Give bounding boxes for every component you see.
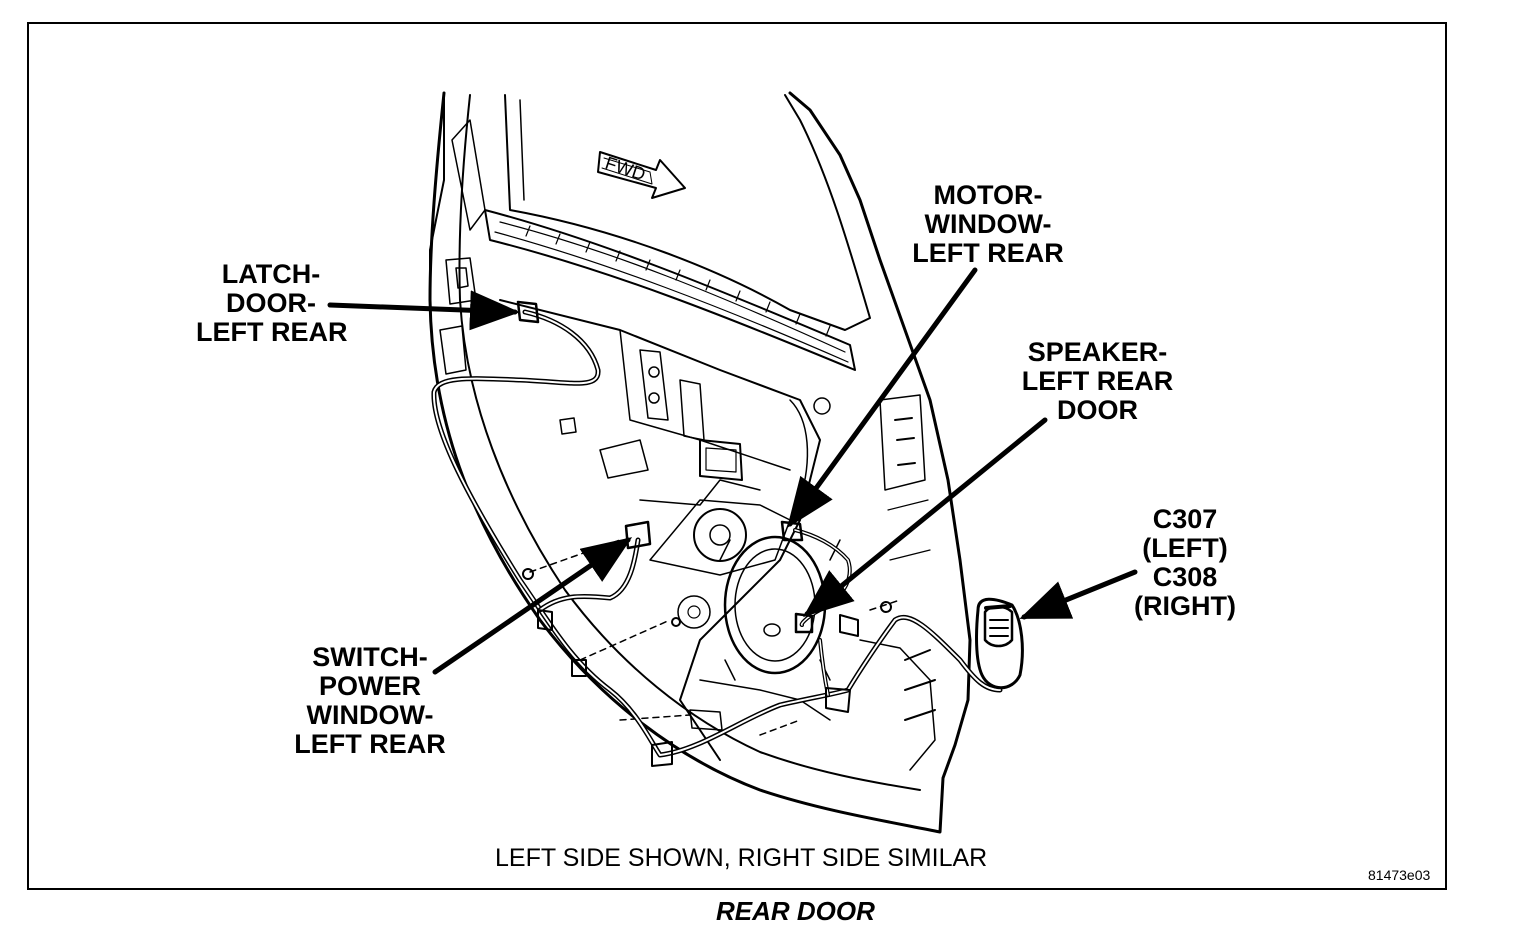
figure-note: LEFT SIDE SHOWN, RIGHT SIDE SIMILAR (495, 844, 988, 872)
callout-latch: LATCH- DOOR- LEFT REAR (196, 259, 348, 347)
latch-leader (327, 290, 520, 331)
connector-leader (1019, 569, 1138, 620)
speaker-leader (803, 417, 1048, 618)
figure-caption: REAR DOOR (716, 896, 875, 926)
door-inner-edge (458, 94, 921, 791)
door-hinge-flange (429, 92, 445, 301)
figure-number: 81473e03 (1368, 867, 1431, 883)
wiring-harness (431, 309, 1003, 758)
callout-switch: SWITCH- POWER WINDOW- LEFT REAR (294, 642, 446, 759)
callout-speaker: SPEAKER- LEFT REAR DOOR (1021, 337, 1174, 425)
inner-panel (499, 299, 821, 761)
window-opening (504, 94, 871, 331)
switch-leader (432, 537, 633, 675)
motor-leader (787, 267, 978, 529)
callout-motor: MOTOR- WINDOW- LEFT REAR (912, 180, 1064, 268)
callout-connector: C307 (LEFT) C308 (RIGHT) (1134, 504, 1236, 621)
speaker (723, 535, 827, 675)
fwd-arrow (597, 151, 686, 199)
body-connector-c307-c308 (975, 597, 1024, 690)
belt-channel (484, 209, 856, 371)
figure-frame (27, 22, 1447, 890)
window-motor (693, 508, 747, 562)
